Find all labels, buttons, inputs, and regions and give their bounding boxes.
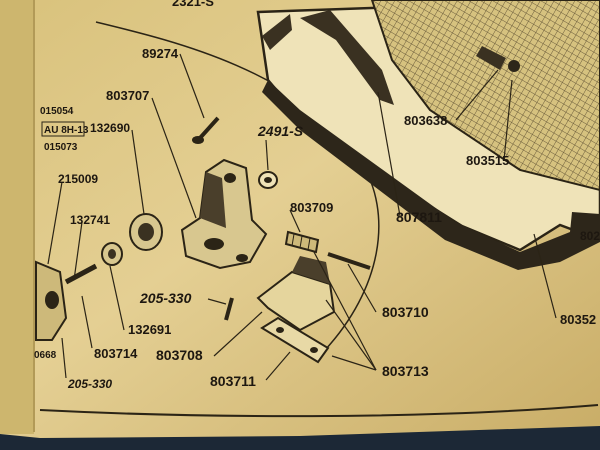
label-803711: 803711 [210, 373, 256, 389]
spring-illustration [284, 230, 320, 254]
label-803714: 803714 [94, 346, 138, 361]
label-803713: 803713 [382, 363, 429, 379]
label-803708: 803708 [156, 347, 203, 363]
label-803515: 803515 [466, 153, 509, 168]
label-807811: 807811 [396, 209, 442, 225]
plate-illustration [260, 316, 330, 364]
nut-illustration [258, 171, 278, 189]
label-205-330-left: 205-330 [67, 377, 112, 391]
label-803638: 803638 [404, 113, 447, 128]
label-80352-partial: 80352 [560, 312, 596, 327]
bushing-132691-illustration [101, 242, 123, 266]
hub-illustration [35, 260, 68, 341]
left-page-strip [0, 0, 34, 434]
label-803709: 803709 [290, 200, 333, 215]
curved-frame-line [39, 404, 599, 418]
label-left-margin-1: 015054 [40, 106, 74, 117]
label-215009: 215009 [58, 172, 98, 186]
hinge-bracket-illustration [180, 158, 268, 270]
bushing-132690-illustration [129, 213, 163, 251]
label-205-330-mid: 205-330 [139, 290, 192, 306]
label-132741: 132741 [70, 213, 110, 227]
label-132690: 132690 [90, 121, 130, 135]
label-89274: 89274 [142, 46, 179, 61]
label-right-edge-partial: 802 [580, 229, 600, 243]
screw-205-330-illustration [224, 297, 234, 321]
label-left-margin-2: 0668 [34, 350, 57, 361]
rod-illustration [327, 252, 371, 270]
pin-illustration [64, 263, 98, 285]
leader-lines [47, 53, 557, 381]
label-left-box-2: 015073 [44, 142, 78, 153]
left-annotation-box [41, 121, 85, 137]
label-2491s: 2491-S [257, 123, 304, 139]
label-132691: 132691 [128, 322, 171, 337]
screw-89274-illustration [192, 116, 220, 144]
u-bracket-illustration [256, 256, 336, 332]
label-803710: 803710 [382, 304, 429, 320]
label-left-box-1: AU 8H-13 [44, 125, 89, 136]
seat-frame-illustration [256, 0, 600, 270]
label-2321s-partial: 2321-S [172, 0, 214, 9]
label-803707: 803707 [106, 88, 149, 103]
